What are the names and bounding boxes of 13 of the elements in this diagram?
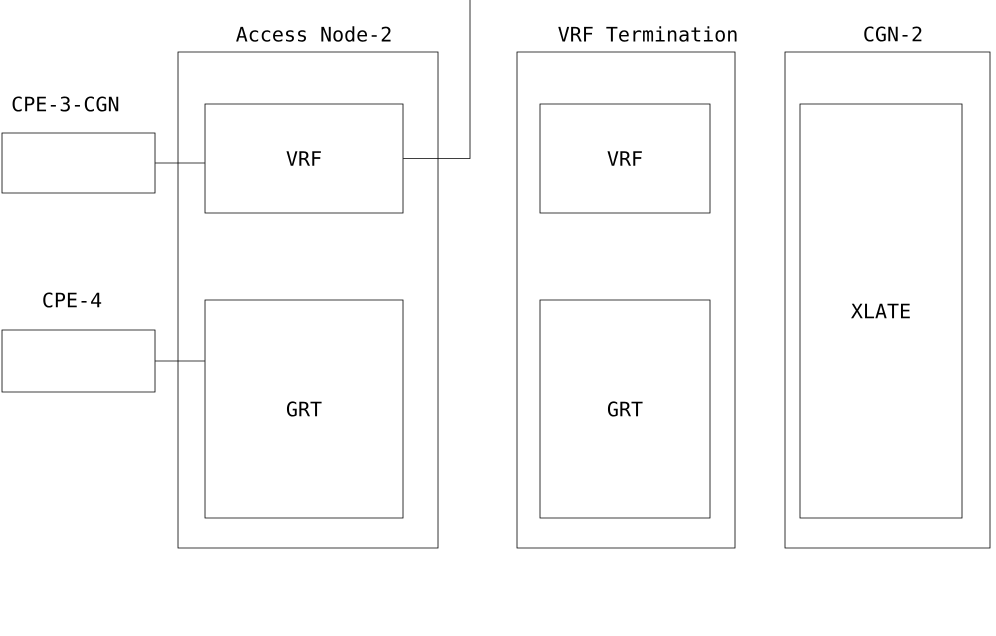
box-title: CGN-2	[864, 26, 922, 42]
process-box: GRT	[540, 300, 710, 518]
box-title: CPE-3-CGN	[12, 96, 118, 112]
process-box: XLATE	[800, 104, 962, 518]
box-title: VRF Termination	[558, 26, 736, 42]
connector-line	[403, 0, 470, 159]
process-box: GRT	[204, 300, 404, 518]
connector-line	[155, 162, 206, 164]
process-box: VRF	[540, 104, 710, 214]
box-title: CPE-4	[43, 292, 102, 308]
box-title: Access Node-2	[236, 26, 391, 42]
connector-line	[155, 360, 206, 362]
process-box: VRF	[204, 104, 404, 214]
